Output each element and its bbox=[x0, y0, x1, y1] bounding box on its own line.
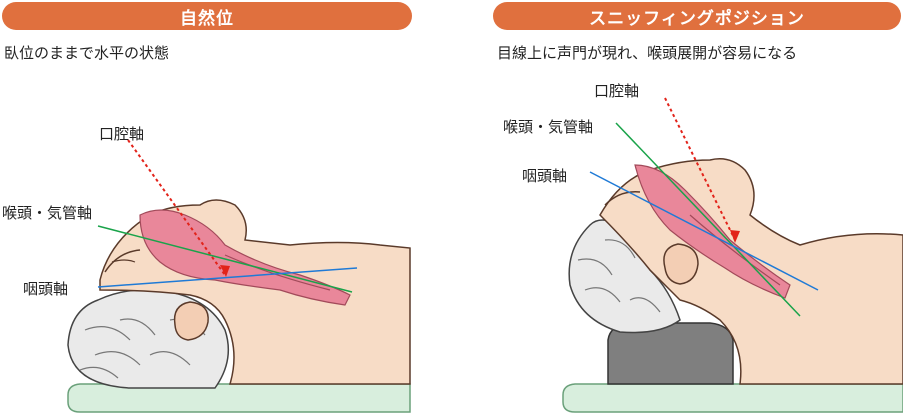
label-laryngeal-tracheal-axis-left: 喉頭・気管軸 bbox=[2, 204, 93, 222]
right-illustration bbox=[562, 97, 903, 413]
ear-left bbox=[173, 301, 209, 341]
subtitle-natural: 臥位のままで水平の状態 bbox=[4, 44, 170, 62]
panel-title-sniffing: スニッフィングポジション bbox=[493, 2, 901, 30]
ear-right bbox=[663, 243, 699, 285]
pharyngeal-axis-right bbox=[589, 171, 819, 291]
laryngeal-tracheal-axis-right bbox=[615, 122, 801, 317]
label-laryngeal-tracheal-axis-right: 喉頭・気管軸 bbox=[503, 118, 594, 136]
hair-cap-left bbox=[67, 289, 230, 389]
bed-right bbox=[562, 383, 903, 413]
oral-axis-right bbox=[664, 97, 736, 241]
pharyngeal-axis-left bbox=[97, 267, 358, 288]
label-pharyngeal-axis-left: 咽頭軸 bbox=[23, 280, 69, 298]
label-pharyngeal-axis-right: 咽頭軸 bbox=[522, 167, 568, 185]
subtitle-sniffing: 目線上に声門が現れ、喉頭展開が容易になる bbox=[497, 44, 798, 62]
panel-title-natural: 自然位 bbox=[2, 2, 412, 30]
laryngeal-tracheal-axis-left bbox=[97, 225, 353, 293]
label-oral-axis-left: 口腔軸 bbox=[99, 125, 145, 143]
oral-axis-left bbox=[127, 139, 226, 276]
left-illustration bbox=[67, 139, 411, 413]
bed-left bbox=[67, 383, 411, 413]
pillow-right bbox=[607, 322, 734, 385]
label-oral-axis-right: 口腔軸 bbox=[594, 82, 640, 100]
